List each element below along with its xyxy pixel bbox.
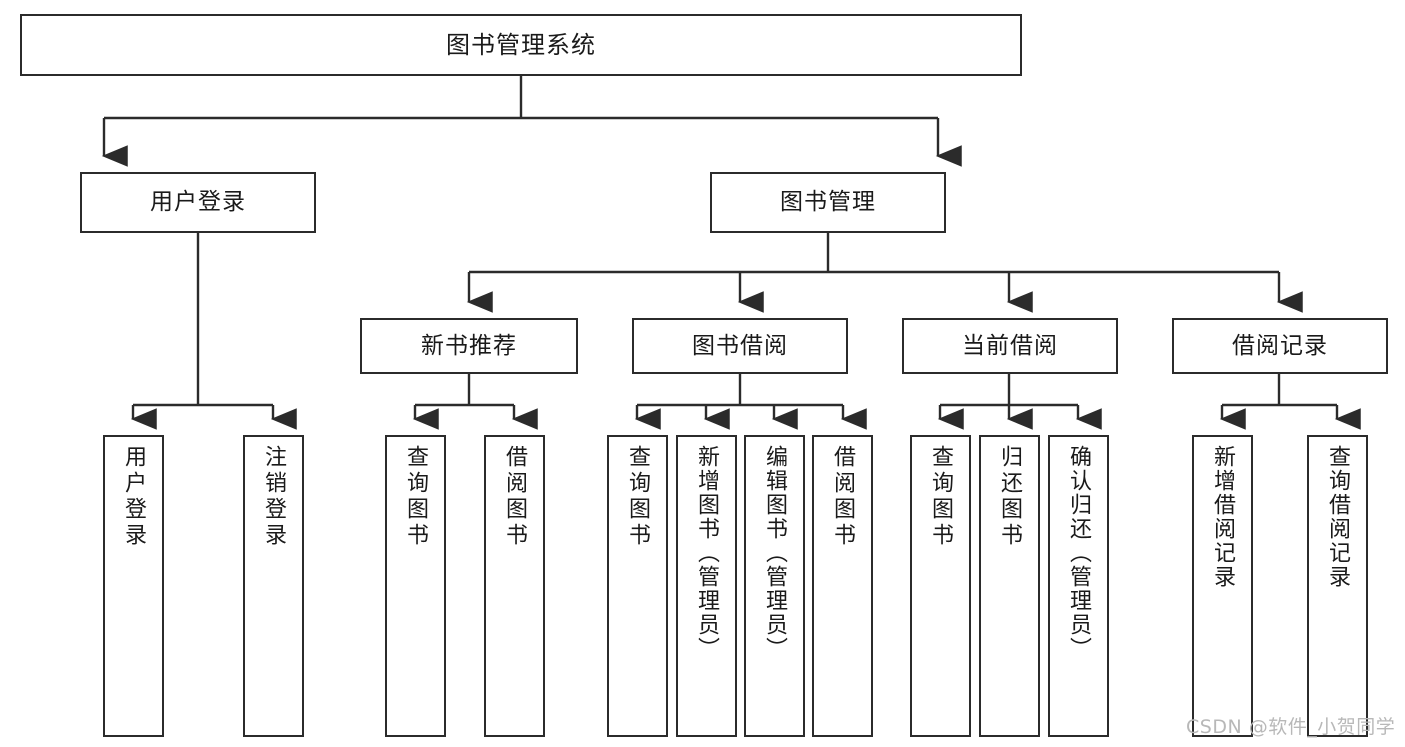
leaf-current-confirm-return-admin[interactable]: 确认归还（管理员） — [1048, 435, 1109, 737]
node-label: 新书推荐 — [421, 332, 517, 359]
node-label: 图书借阅 — [692, 332, 788, 359]
node-label: 查询图书 — [625, 445, 651, 549]
node-label: 新增图书（管理员） — [694, 445, 720, 661]
node-label: 确认归还（管理员） — [1066, 445, 1092, 661]
node-label: 当前借阅 — [962, 332, 1058, 359]
node-label: 借阅图书 — [502, 445, 528, 549]
node-book-borrow[interactable]: 图书借阅 — [632, 318, 848, 374]
node-label: 注销登录 — [261, 445, 287, 549]
node-new-book-recommend[interactable]: 新书推荐 — [360, 318, 578, 374]
node-user-login[interactable]: 用户登录 — [80, 172, 316, 233]
leaf-newbook-borrow-book[interactable]: 借阅图书 — [484, 435, 545, 737]
leaf-current-query-book[interactable]: 查询图书 — [910, 435, 971, 737]
node-borrow-record[interactable]: 借阅记录 — [1172, 318, 1388, 374]
leaf-current-return-book[interactable]: 归还图书 — [979, 435, 1040, 737]
node-label: 图书管理 — [780, 189, 876, 216]
leaf-user-login[interactable]: 用户登录 — [103, 435, 164, 737]
leaf-record-add-record[interactable]: 新增借阅记录 — [1192, 435, 1253, 737]
leaf-borrow-edit-book-admin[interactable]: 编辑图书（管理员） — [744, 435, 805, 737]
node-label: 归还图书 — [997, 445, 1023, 549]
leaf-borrow-borrow-book[interactable]: 借阅图书 — [812, 435, 873, 737]
node-label: 查询图书 — [928, 445, 954, 549]
node-label: 查询借阅记录 — [1325, 445, 1351, 589]
leaf-newbook-query-book[interactable]: 查询图书 — [385, 435, 446, 737]
node-label: 查询图书 — [403, 445, 429, 549]
node-book-management[interactable]: 图书管理 — [710, 172, 946, 233]
node-label: 借阅图书 — [830, 445, 856, 549]
watermark: CSDN @软件_小贺同学 — [1186, 716, 1396, 738]
node-label: 图书管理系统 — [446, 31, 596, 59]
node-label: 新增借阅记录 — [1210, 445, 1236, 589]
node-label: 用户登录 — [121, 445, 147, 549]
node-root-system[interactable]: 图书管理系统 — [20, 14, 1022, 76]
leaf-borrow-query-book[interactable]: 查询图书 — [607, 435, 668, 737]
node-label: 用户登录 — [150, 189, 246, 216]
leaf-borrow-add-book-admin[interactable]: 新增图书（管理员） — [676, 435, 737, 737]
leaf-logout[interactable]: 注销登录 — [243, 435, 304, 737]
leaf-record-query-record[interactable]: 查询借阅记录 — [1307, 435, 1368, 737]
node-current-borrow[interactable]: 当前借阅 — [902, 318, 1118, 374]
node-label: 借阅记录 — [1232, 332, 1328, 359]
node-label: 编辑图书（管理员） — [762, 445, 788, 661]
